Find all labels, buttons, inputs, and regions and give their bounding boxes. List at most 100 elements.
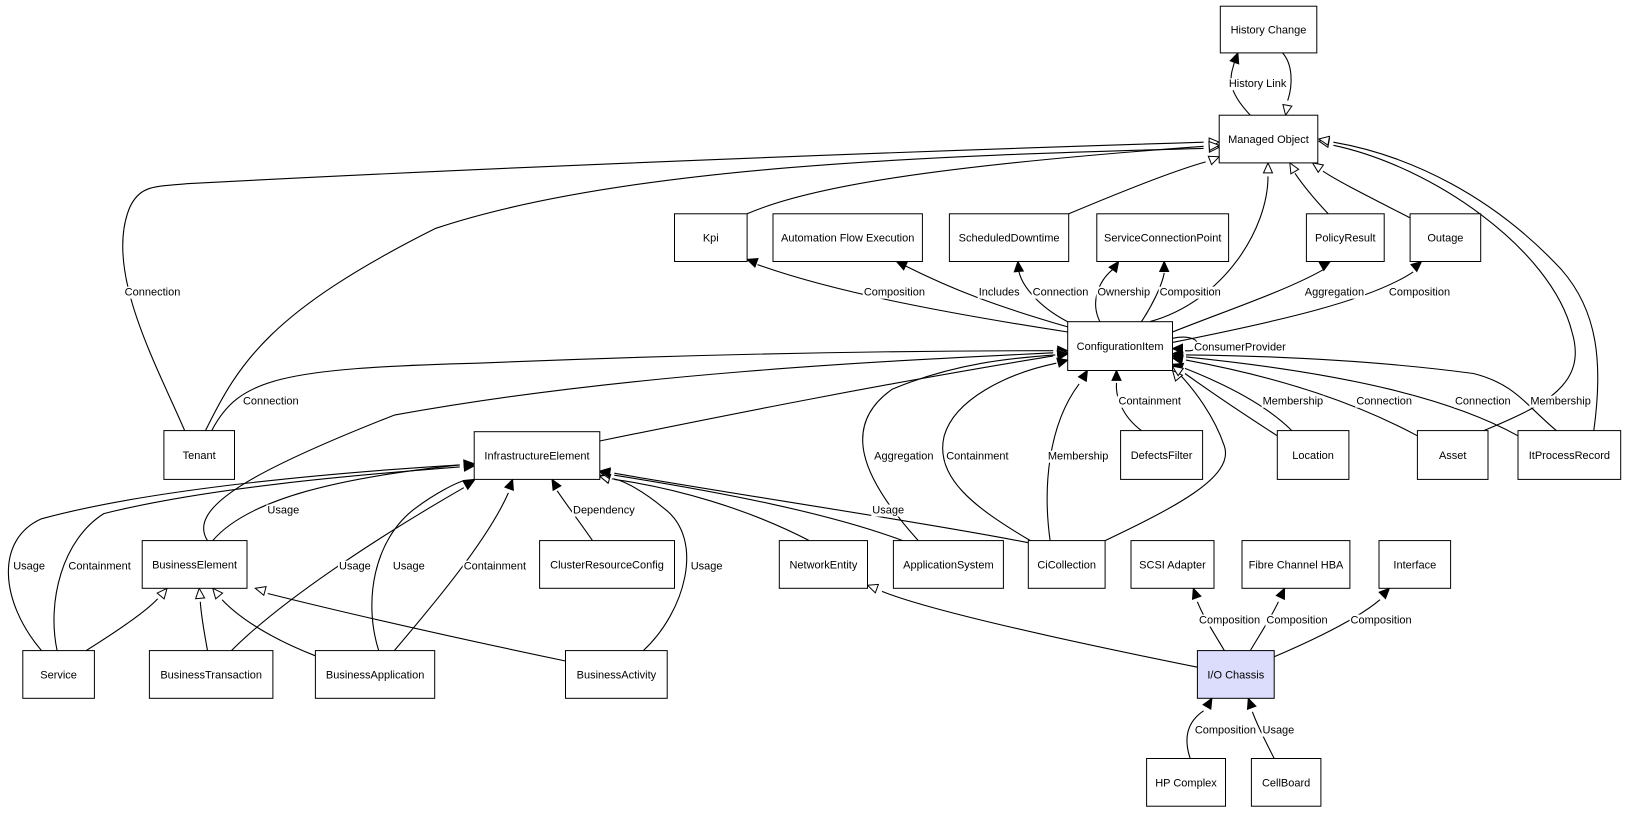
association-arrowhead — [1202, 697, 1213, 711]
association-arrowhead — [1077, 369, 1089, 383]
node-box — [141, 540, 248, 589]
edge-line — [746, 145, 1204, 215]
edge-tenant-to-managed-object — [122, 137, 1221, 431]
node-service[interactable]: Service — [22, 650, 95, 699]
node-cluster-resource-config[interactable]: ClusterResourceConfig — [539, 540, 675, 589]
edge-label-background — [1198, 614, 1262, 627]
node-label: ClusterResourceConfig — [550, 560, 664, 572]
edge-label: Usage — [267, 505, 299, 517]
association-arrowhead — [598, 467, 611, 478]
edge-line — [1185, 359, 1418, 437]
node-automation-flow[interactable]: Automation Flow Execution — [772, 213, 923, 263]
inheritance-arrowhead — [156, 587, 168, 600]
association-arrowhead — [551, 478, 562, 492]
association-arrowhead — [1246, 697, 1257, 711]
node-defects-filter[interactable]: DefectsFilter — [1120, 430, 1204, 480]
edge-line — [1282, 52, 1292, 101]
association-arrowhead — [1410, 260, 1423, 273]
node-label: InfrastructureElement — [484, 451, 589, 463]
edge-business-application-to-infrastructure-element — [393, 478, 514, 651]
edge-line — [881, 590, 1198, 668]
edge-label: Usage — [1263, 725, 1295, 737]
node-asset[interactable]: Asset — [1416, 430, 1489, 480]
edge-infrastructure-element-to-configuration-item — [599, 350, 1069, 442]
node-cellboard[interactable]: CellBoard — [1250, 758, 1322, 807]
node-location[interactable]: Location — [1276, 430, 1350, 480]
node-application-system[interactable]: ApplicationSystem — [892, 540, 1004, 589]
edge-label: Connection — [1033, 287, 1089, 299]
edge-label-background — [873, 450, 935, 463]
node-history-change[interactable]: History Change — [1219, 5, 1318, 54]
edge-application-system-to-configuration-item — [862, 349, 1069, 541]
edge-line — [1333, 141, 1599, 431]
edge-business-transaction-to-business-element — [194, 587, 209, 651]
node-ci-collection[interactable]: CiCollection — [1027, 540, 1106, 589]
node-fibre-channel-hba[interactable]: Fibre Channel HBA — [1241, 540, 1351, 589]
node-label: ConfigurationItem — [1077, 341, 1164, 353]
node-scsi-adapter[interactable]: SCSI Adapter — [1130, 540, 1215, 589]
node-tenant[interactable]: Tenant — [163, 430, 235, 480]
node-business-transaction[interactable]: BusinessTransaction — [148, 650, 274, 699]
node-business-activity[interactable]: BusinessActivity — [565, 650, 668, 699]
edge-configuration-item-to-kpi — [745, 258, 1068, 333]
node-box — [1409, 213, 1482, 263]
edge-label: Containment — [68, 561, 130, 573]
edge-outage-to-managed-object — [1311, 162, 1411, 219]
node-outage[interactable]: Outage — [1409, 213, 1482, 263]
node-box — [1416, 430, 1489, 480]
edge-label-background — [67, 560, 132, 573]
edge-ci-collection-to-configuration-item — [942, 357, 1069, 542]
edge-line — [85, 598, 159, 652]
edge-label-background — [1303, 286, 1366, 299]
edge-line — [1068, 161, 1206, 215]
edge-line — [1104, 375, 1227, 542]
node-label: I/O Chassis — [1207, 670, 1264, 682]
edge-label: Ownership — [1098, 287, 1151, 299]
node-label: ApplicationSystem — [903, 560, 994, 572]
node-service-connection-point[interactable]: ServiceConnectionPoint — [1096, 213, 1230, 263]
node-box — [314, 650, 436, 699]
node-io-chassis[interactable]: I/O Chassis — [1196, 650, 1275, 699]
association-arrowhead — [1191, 587, 1202, 601]
edge-label: Connection — [243, 396, 299, 408]
node-label: History Change — [1231, 25, 1307, 37]
node-box — [892, 540, 1004, 589]
edge-label-background — [1261, 724, 1296, 737]
edge-line — [1186, 710, 1204, 759]
node-business-application[interactable]: BusinessApplication — [314, 650, 436, 699]
edge-line — [1333, 144, 1576, 432]
node-box — [1120, 430, 1204, 480]
node-network-entity[interactable]: NetworkEntity — [778, 540, 868, 589]
node-managed-object[interactable]: Managed Object — [1218, 114, 1319, 164]
node-policy-result[interactable]: PolicyResult — [1305, 213, 1385, 263]
node-label: Managed Object — [1228, 134, 1309, 146]
node-kpi[interactable]: Kpi — [674, 213, 748, 263]
node-infrastructure-element[interactable]: InfrastructureElement — [473, 431, 601, 480]
edge-location-to-configuration-item — [1171, 365, 1278, 437]
edge-label-background — [1261, 395, 1325, 408]
node-scheduled-downtime[interactable]: ScheduledDowntime — [948, 213, 1070, 263]
edge-application-system-to-infrastructure-element — [598, 468, 903, 542]
association-arrowhead — [463, 461, 476, 472]
inheritance-arrowhead — [1282, 103, 1293, 117]
node-business-element[interactable]: BusinessElement — [141, 540, 248, 589]
edge-label: Membership — [1263, 396, 1324, 408]
node-label: Location — [1292, 450, 1334, 462]
node-hp-complex[interactable]: HP Complex — [1146, 758, 1226, 807]
edge-label: History Link — [1229, 78, 1287, 90]
node-box — [778, 540, 868, 589]
edge-label-background — [1031, 286, 1090, 299]
edge-line — [1149, 176, 1269, 323]
node-itprocess-record[interactable]: ItProcessRecord — [1517, 430, 1622, 480]
node-label: Asset — [1439, 450, 1467, 462]
association-arrowhead — [462, 478, 476, 490]
association-arrowhead — [1108, 260, 1120, 274]
edge-configuration-item-to-service-connection-point — [1140, 260, 1170, 323]
node-label: Service — [40, 670, 77, 682]
node-interface[interactable]: Interface — [1378, 540, 1452, 589]
edge-label-background — [689, 560, 724, 573]
edge-line — [199, 601, 209, 651]
node-configuration-item[interactable]: ConfigurationItem — [1067, 321, 1173, 372]
edge-line — [211, 350, 1054, 431]
association-arrowhead — [1318, 260, 1332, 272]
